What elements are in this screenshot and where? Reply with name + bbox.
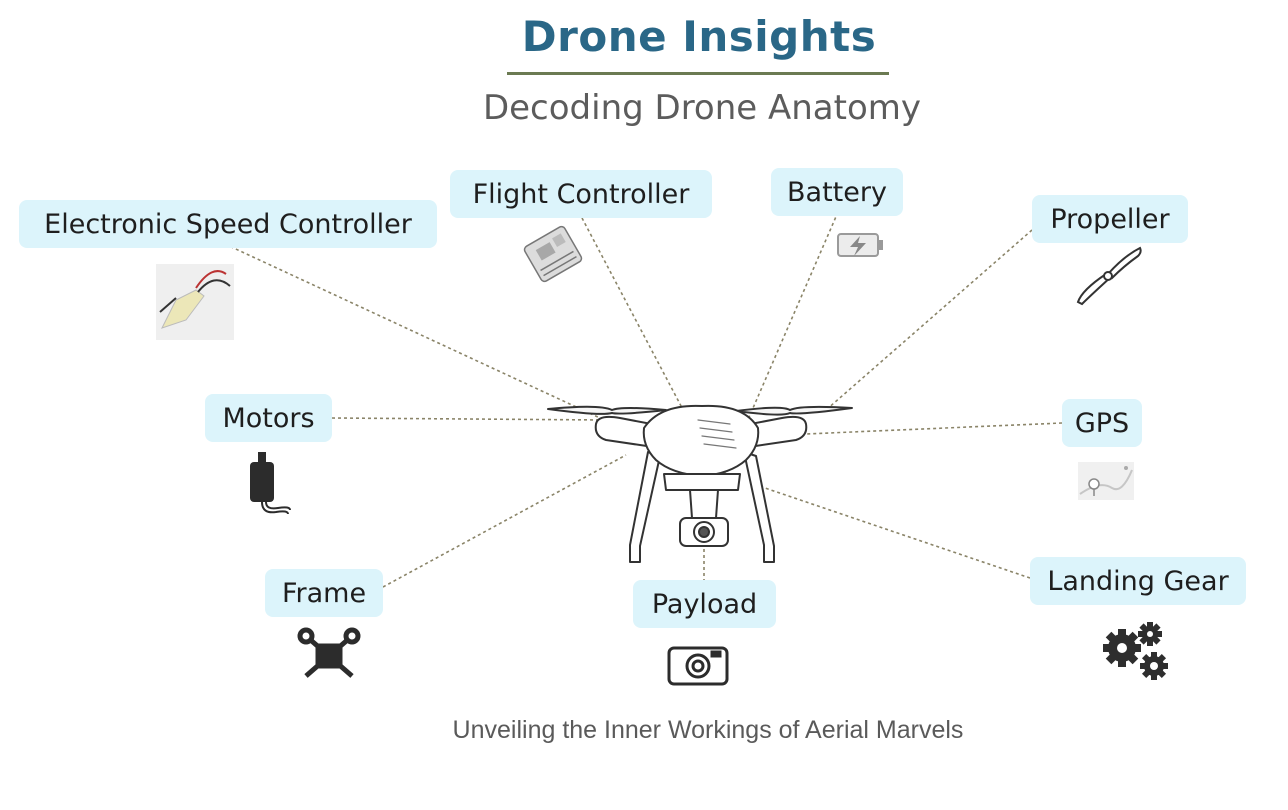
drone-body xyxy=(644,406,759,476)
footer-caption: Unveiling the Inner Workings of Aerial M… xyxy=(0,716,1288,745)
left-rotor-blade xyxy=(548,407,666,414)
esc-photo-icon xyxy=(156,264,234,340)
motor-icon xyxy=(250,452,290,514)
circuit-board-icon xyxy=(523,225,583,283)
label-battery: Battery xyxy=(771,168,903,216)
right-landing-leg xyxy=(744,452,774,562)
label-payload: Payload xyxy=(633,580,776,628)
battery-charging-icon xyxy=(838,234,883,256)
camera-icon xyxy=(669,648,727,684)
drone-illustration xyxy=(548,406,852,562)
map-pin-icon xyxy=(1078,462,1134,500)
label-frame: Frame xyxy=(265,569,383,617)
label-propeller: Propeller xyxy=(1032,195,1188,243)
leader-line-frame xyxy=(383,455,626,587)
camera-lens-inner xyxy=(699,527,709,537)
label-landing-gear: Landing Gear xyxy=(1030,557,1246,605)
label-gps: GPS xyxy=(1062,399,1142,447)
label-flight-controller: Flight Controller xyxy=(450,170,712,218)
leader-line-landing-gear xyxy=(762,487,1030,578)
battery-compartment xyxy=(664,474,740,490)
gimbal-mount xyxy=(690,490,718,518)
propeller-icon xyxy=(1078,248,1141,304)
leader-line-motors xyxy=(332,418,606,420)
label-electronic-speed-controller: Electronic Speed Controller xyxy=(19,200,437,248)
gears-icon xyxy=(1103,622,1168,680)
left-landing-leg xyxy=(630,452,660,562)
quad-frame-icon xyxy=(300,630,358,676)
right-rotor-blade xyxy=(736,407,852,415)
label-motors: Motors xyxy=(205,394,332,442)
